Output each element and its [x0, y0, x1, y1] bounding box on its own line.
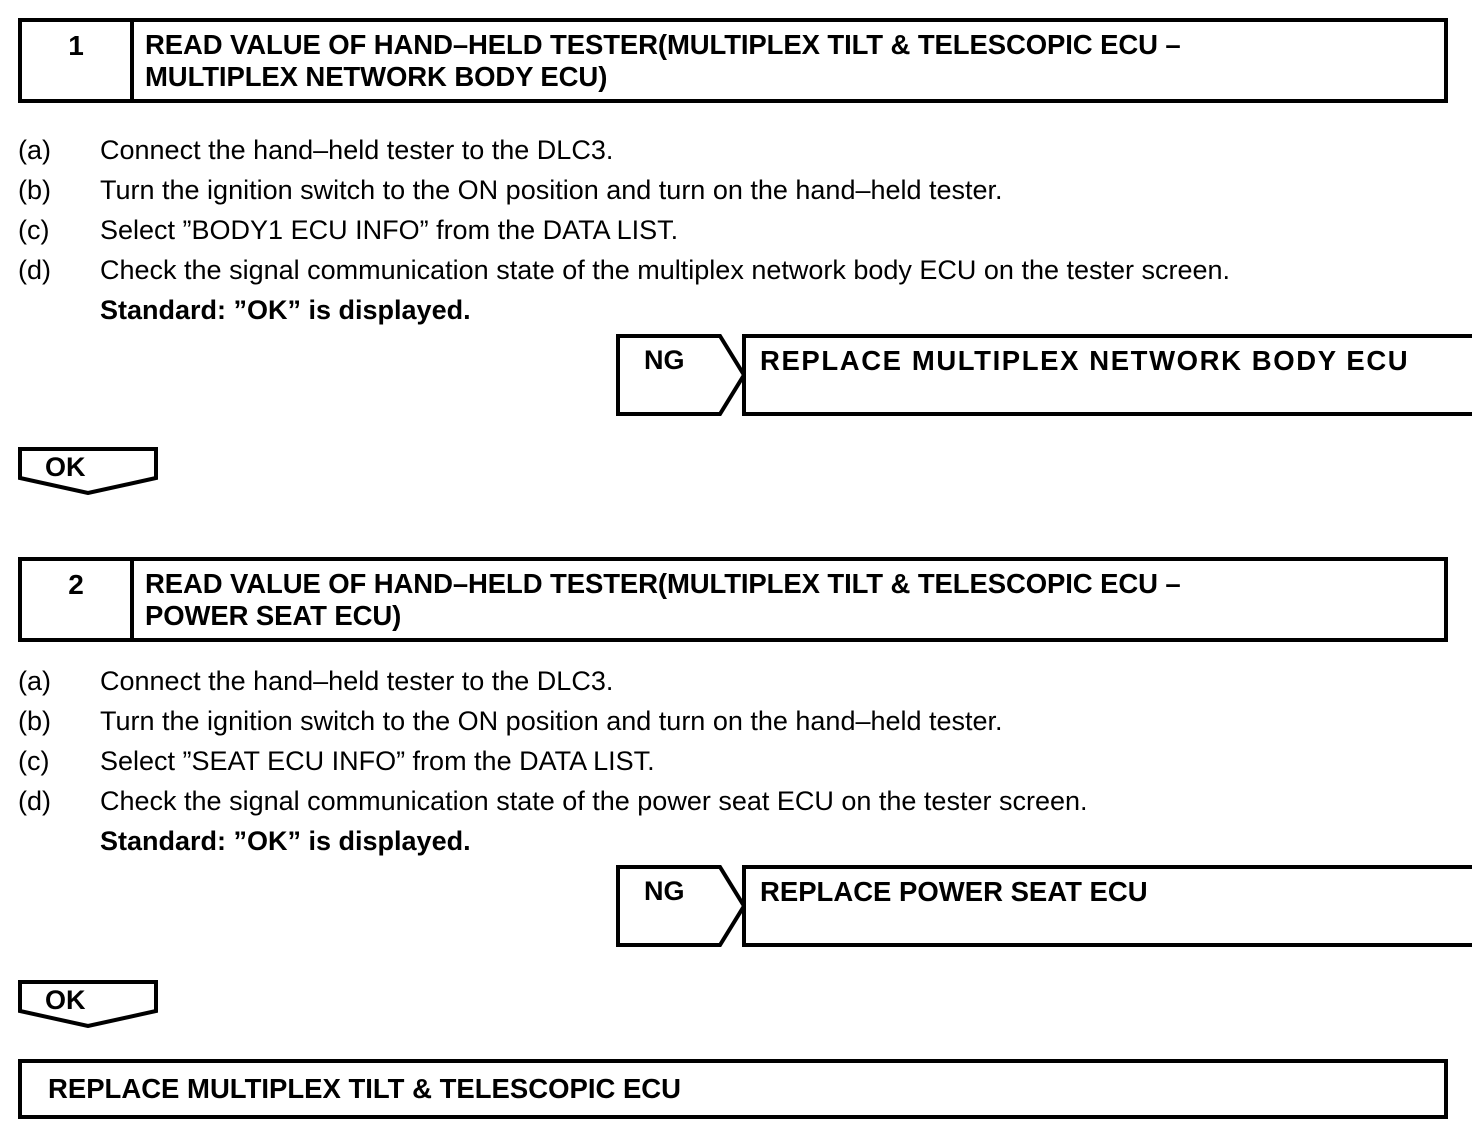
- step-1-ng-result-text: REPLACE MULTIPLEX NETWORK BODY ECU: [760, 345, 1410, 376]
- instruction-text: Turn the ignition switch to the ON posit…: [100, 175, 1003, 205]
- final-result-box: REPLACE MULTIPLEX TILT & TELESCOPIC ECU: [18, 1059, 1448, 1119]
- instruction-row: (b) Turn the ignition switch to the ON p…: [18, 170, 1448, 210]
- ng-label: NG: [644, 345, 685, 375]
- instruction-row: (d) Check the signal communication state…: [18, 781, 1448, 821]
- instruction-letter: (c): [18, 746, 50, 776]
- instruction-text: Connect the hand–held tester to the DLC3…: [100, 135, 614, 165]
- step-1-title-line-1: READ VALUE OF HAND–HELD TESTER(MULTIPLEX…: [145, 29, 1181, 60]
- step-1-ng-result-box: REPLACE MULTIPLEX NETWORK BODY ECU: [742, 334, 1472, 416]
- instruction-text: Turn the ignition switch to the ON posit…: [100, 706, 1003, 736]
- instruction-letter: (c): [18, 215, 50, 245]
- instruction-row: (d) Check the signal communication state…: [18, 250, 1448, 290]
- step-2-ok-label: OK: [45, 985, 86, 1015]
- instruction-row: (b) Turn the ignition switch to the ON p…: [18, 701, 1448, 741]
- instruction-letter: (d): [18, 255, 51, 285]
- instruction-letter: (d): [18, 786, 51, 816]
- step-1-header: 1 READ VALUE OF HAND–HELD TESTER(MULTIPL…: [18, 18, 1448, 104]
- ng-label: NG: [644, 876, 685, 906]
- step-1-title: READ VALUE OF HAND–HELD TESTER(MULTIPLEX…: [134, 22, 1444, 99]
- final-result-text: REPLACE MULTIPLEX TILT & TELESCOPIC ECU: [48, 1073, 682, 1104]
- instruction-letter: (b): [18, 175, 51, 205]
- step-2-instructions: (a) Connect the hand–held tester to the …: [18, 661, 1448, 861]
- instruction-letter: (a): [18, 135, 51, 165]
- step-1-instructions: (a) Connect the hand–held tester to the …: [18, 130, 1448, 330]
- instruction-text: Check the signal communication state of …: [100, 786, 1088, 816]
- step-2-title: READ VALUE OF HAND–HELD TESTER(MULTIPLEX…: [134, 561, 1444, 638]
- ng-pentagon-icon: [616, 334, 746, 416]
- instruction-row: (c) Select ”SEAT ECU INFO” from the DATA…: [18, 741, 1448, 781]
- step-2-ng-result-text: REPLACE POWER SEAT ECU: [760, 876, 1148, 907]
- step-2-ng-result-box: REPLACE POWER SEAT ECU: [742, 865, 1472, 947]
- step-2-title-line-1: READ VALUE OF HAND–HELD TESTER(MULTIPLEX…: [145, 568, 1181, 599]
- step-1-ok-pentagon-icon: [18, 447, 158, 495]
- instruction-letter: (a): [18, 666, 51, 696]
- instruction-text: Select ”BODY1 ECU INFO” from the DATA LI…: [100, 215, 679, 245]
- step-2-number: 2: [22, 561, 134, 639]
- instruction-text: Check the signal communication state of …: [100, 255, 1231, 285]
- ng-pentagon-icon: [616, 865, 746, 947]
- step-1-standard: Standard: ”OK” is displayed.: [100, 295, 471, 325]
- instruction-text: Connect the hand–held tester to the DLC3…: [100, 666, 614, 696]
- step-2-title-line-2: POWER SEAT ECU): [145, 600, 402, 632]
- step-1-number: 1: [22, 22, 134, 100]
- step-2-header: 2 READ VALUE OF HAND–HELD TESTER(MULTIPL…: [18, 557, 1448, 643]
- instruction-row: (a) Connect the hand–held tester to the …: [18, 130, 1448, 170]
- instruction-row: (c) Select ”BODY1 ECU INFO” from the DAT…: [18, 210, 1448, 250]
- instruction-letter: (b): [18, 706, 51, 736]
- instruction-row: (a) Connect the hand–held tester to the …: [18, 661, 1448, 701]
- step-2-ok-pentagon-icon: [18, 980, 158, 1028]
- instruction-text: Select ”SEAT ECU INFO” from the DATA LIS…: [100, 746, 655, 776]
- step-2-standard: Standard: ”OK” is displayed.: [100, 826, 471, 856]
- step-1-ok-label: OK: [45, 452, 86, 482]
- step-1-title-line-2: MULTIPLEX NETWORK BODY ECU): [145, 61, 608, 93]
